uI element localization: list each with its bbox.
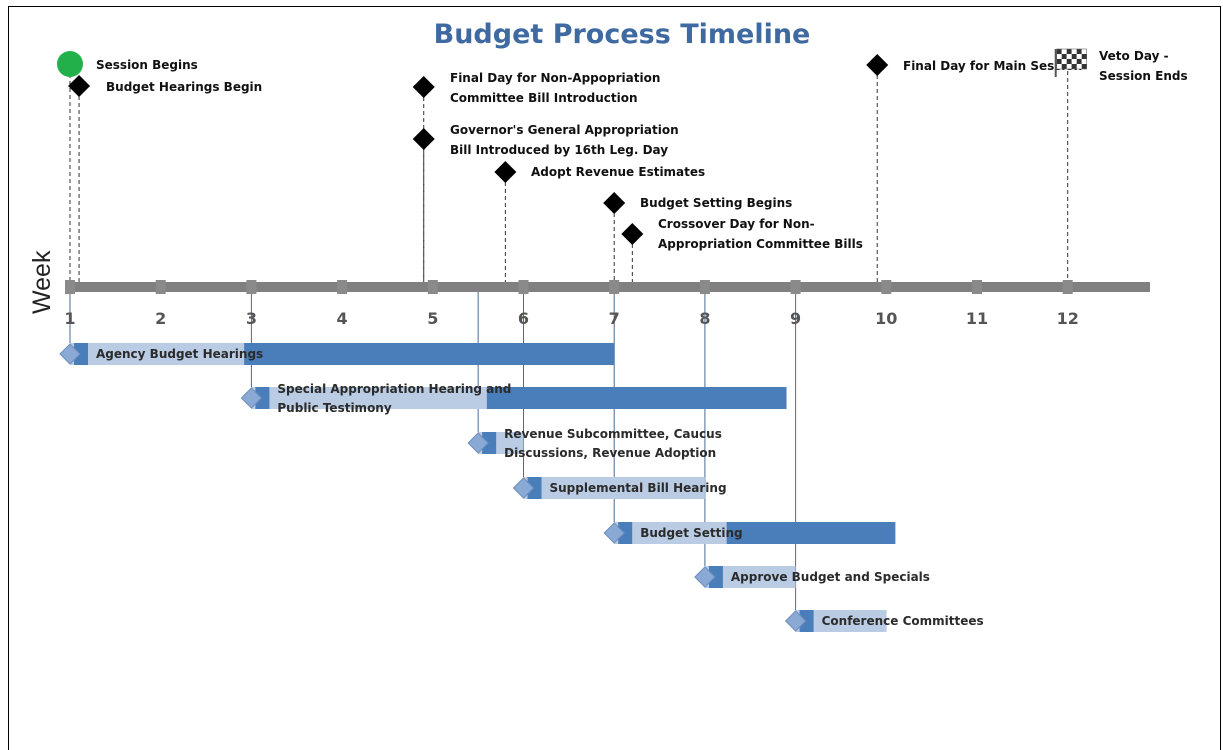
task-progress-fill: [70, 343, 245, 365]
axis-tick-label: 2: [155, 309, 166, 328]
task-start-diamond-icon: [512, 477, 535, 499]
milestone-label-budget-setting-begins: Budget Setting Begins: [640, 196, 792, 210]
milestone-label-final-day-main-session: Final Day for Main Session: [903, 59, 1082, 73]
milestone-label-final-day-non-appropriation-line: Committee Bill Introduction: [450, 91, 638, 105]
task-label-revenue-subcommittee-line: Revenue Subcommittee, Caucus: [504, 427, 722, 441]
task-label-special-appropriation-hearing-line: Special Appropriation Hearing and: [277, 382, 511, 396]
milestone-label-crossover-day-line: Appropriation Committee Bills: [658, 237, 863, 251]
milestone-diamond-icon: [621, 223, 644, 245]
task-start-cap: [799, 610, 814, 632]
axis-tick-label: 7: [609, 309, 620, 328]
task-label-conference-committees-line: Conference Committees: [822, 614, 984, 628]
axis-tick-mark: [246, 280, 257, 294]
axis-tick-label: 11: [966, 309, 988, 328]
axis-tick-mark: [518, 280, 529, 294]
checkered-flag-icon: [1054, 48, 1087, 77]
milestone-label-adopt-revenue-estimates: Adopt Revenue Estimates: [531, 165, 705, 179]
milestone-diamond-icon: [603, 192, 626, 214]
task-label-budget-setting: Budget Setting: [640, 526, 742, 540]
task-start-diamond-icon: [694, 566, 716, 588]
milestone-label-budget-hearings-begin: Budget Hearings Begin: [106, 80, 262, 94]
milestone-diamond-icon: [412, 76, 435, 98]
milestone-label-final-day-non-appropriation-line: Final Day for Non-Appopriation: [450, 71, 660, 85]
task-progress-fill: [795, 610, 887, 632]
milestone-diamond-icon: [494, 161, 517, 183]
milestone-label-veto-day-line: Session Ends: [1099, 69, 1188, 83]
timeline-axis: [66, 282, 1150, 292]
axis-tick-mark: [1062, 280, 1073, 294]
task-label-budget-setting-line: Budget Setting: [640, 526, 742, 540]
axis-tick-label: 1: [64, 309, 75, 328]
milestone-label-veto-day: Veto Day - Session Ends: [1099, 49, 1188, 83]
milestone-label-budget-setting-begins-line: Budget Setting Begins: [640, 196, 792, 210]
task-label-approve-budget-specials-line: Approve Budget and Specials: [731, 570, 930, 584]
milestone-label-adopt-revenue-estimates-line: Adopt Revenue Estimates: [531, 165, 705, 179]
milestone-label-crossover-day-line: Crossover Day for Non-: [658, 217, 815, 231]
milestone-label-session-begins-line: Session Begins: [96, 58, 198, 72]
task-start-diamond-icon: [240, 387, 263, 409]
milestone-diamond-icon: [412, 128, 435, 150]
axis-tick-mark: [65, 280, 75, 294]
task-start-cap: [255, 387, 270, 409]
milestone-label-budget-hearings-begin-line: Budget Hearings Begin: [106, 80, 262, 94]
axis-tick-label: 9: [790, 309, 801, 328]
task-start-cap: [482, 432, 497, 454]
task-label-agency-budget-hearings: Agency Budget Hearings: [96, 347, 263, 361]
axis-tick-mark: [699, 280, 710, 294]
session-start-circle-icon: [57, 51, 83, 77]
task-progress-fill: [704, 566, 796, 588]
axis-tick-mark: [790, 280, 801, 294]
milestone-label-governors-appropriation-bill-line: Bill Introduced by 16th Leg. Day: [450, 143, 668, 157]
task-start-diamond-icon: [603, 522, 625, 544]
axis-tick-label: 8: [699, 309, 710, 328]
task-label-approve-budget-specials: Approve Budget and Specials: [731, 570, 930, 584]
task-start-diamond-icon: [784, 610, 807, 632]
task-progress-fill: [614, 522, 727, 544]
milestone-label-veto-day-line: Veto Day -: [1099, 49, 1169, 63]
task-label-agency-budget-hearings-line: Agency Budget Hearings: [96, 347, 263, 361]
axis-tick-label: 4: [337, 309, 348, 328]
axis-tick-mark: [881, 280, 892, 294]
task-start-cap: [708, 566, 723, 588]
task-label-supplemental-bill-hearing: Supplemental Bill Hearing: [550, 481, 727, 495]
axis-tick-label: 10: [875, 309, 897, 328]
milestone-diamond-icon: [68, 75, 91, 97]
axis-tick-mark: [972, 280, 982, 294]
axis-tick-label: 6: [518, 309, 529, 328]
task-start-diamond-icon: [467, 432, 489, 454]
axis-tick-mark: [427, 280, 438, 294]
task-start-cap: [618, 522, 633, 544]
chart-title: Budget Process Timeline: [434, 19, 811, 50]
milestone-label-final-day-main-session-line: Final Day for Main Session: [903, 59, 1082, 73]
axis-label: Week: [28, 250, 56, 314]
milestone-label-crossover-day: Crossover Day for Non- Appropriation Comm…: [658, 217, 863, 251]
task-start-cap: [527, 477, 542, 499]
axis-tick-mark: [155, 280, 166, 294]
task-label-conference-committees: Conference Committees: [822, 614, 984, 628]
milestone-diamond-icon: [866, 54, 889, 76]
milestone-label-governors-appropriation-bill-line: Governor's General Appropriation: [450, 123, 679, 137]
task-start-cap: [74, 343, 88, 365]
axis-tick-label: 3: [246, 309, 257, 328]
axis-tick-label: 5: [427, 309, 438, 328]
task-progress-fill: [523, 477, 705, 499]
axis-tick-label: 12: [1057, 309, 1079, 328]
axis-tick-mark: [609, 280, 620, 294]
task-progress-fill: [251, 387, 487, 409]
task-start-diamond-icon: [59, 343, 81, 365]
milestone-label-session-begins: Session Begins: [96, 58, 198, 72]
task-label-supplemental-bill-hearing-line: Supplemental Bill Hearing: [550, 481, 727, 495]
task-label-revenue-subcommittee-line: Discussions, Revenue Adoption: [504, 446, 716, 460]
task-label-special-appropriation-hearing-line: Public Testimony: [277, 401, 391, 415]
axis-tick-mark: [337, 280, 348, 294]
